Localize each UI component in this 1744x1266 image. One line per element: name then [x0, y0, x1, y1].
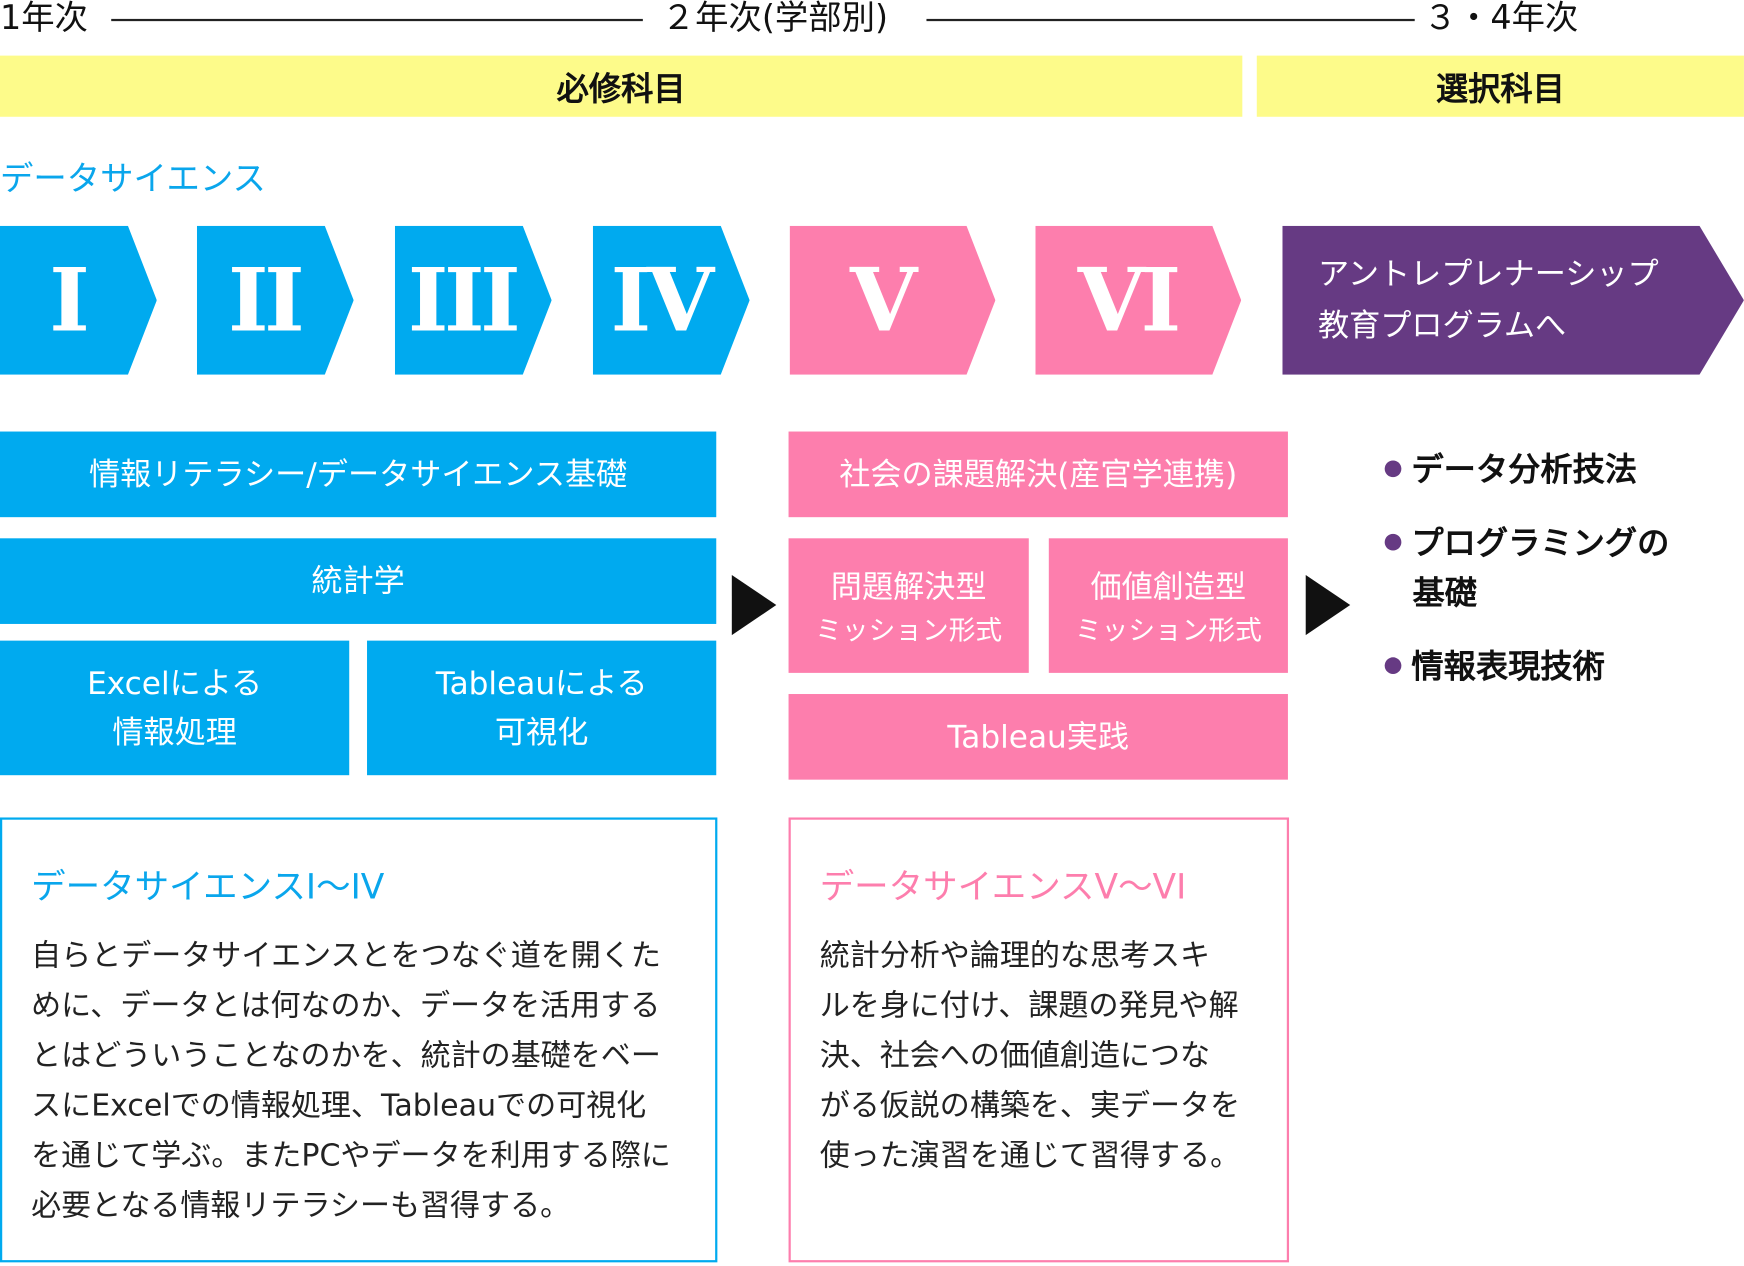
- description-line: を通じて学ぶ。またPCやデータを利用する際に: [31, 1138, 671, 1174]
- stage-4: IV: [592, 225, 750, 375]
- required-bar: 必修科目: [0, 55, 1243, 117]
- description-line: とはどういうことなのかを、統計の基礎をベー: [31, 1038, 661, 1074]
- description-title: データサイエンスV～VI: [819, 867, 1187, 908]
- elective-item: プログラミングの基礎: [1384, 518, 1670, 618]
- course-label: Excelによる: [87, 664, 263, 702]
- description-title: データサイエンスI～IV: [31, 867, 385, 908]
- stage-label: II: [228, 249, 305, 351]
- description-line: めに、データとは何なのか、データを活用する: [31, 988, 661, 1024]
- elective-item: 情報表現技術: [1384, 642, 1605, 692]
- stage-3: III: [394, 225, 552, 375]
- course-label: Tableau実践: [947, 717, 1130, 755]
- bullet-icon: [1384, 533, 1402, 550]
- stage-label: IV: [610, 249, 714, 351]
- elective-item: データ分析技法: [1384, 445, 1638, 495]
- course-sublabel: ミッション形式: [1074, 614, 1262, 646]
- description-line: 統計分析や論理的な思考スキ: [819, 938, 1211, 974]
- entrepreneurship-chevron: アントレプレナーシップ 教育プログラムへ: [1282, 225, 1744, 375]
- description-line: 必要となる情報リテラシーも習得する。: [31, 1188, 571, 1224]
- description-line: がる仮説の構築を、実データを: [819, 1088, 1241, 1124]
- stage-5: V: [789, 225, 996, 375]
- elective-label: 基礎: [1412, 573, 1478, 612]
- stage-label: III: [407, 249, 521, 351]
- course-label: 社会の課題解決(産官学連携): [839, 455, 1238, 493]
- description-pink: データサイエンスV～VI 統計分析や論理的な思考スキ ルを身に付け、課題の発見や…: [788, 817, 1290, 1263]
- course-tableau: Tableauによる可視化: [367, 640, 717, 776]
- year1-label: 1年次: [0, 0, 88, 38]
- course-label: 統計学: [311, 562, 405, 599]
- year2-label: ２年次(学部別): [661, 0, 889, 38]
- timeline-line: [111, 18, 643, 22]
- course-literacy: 情報リテラシー/データサイエンス基礎: [0, 431, 717, 518]
- course-label: Tableauによる: [435, 664, 648, 702]
- entrepreneurship-line1: アントレプレナーシップ: [1317, 255, 1659, 293]
- stage-6: VI: [1035, 225, 1242, 375]
- stage-label: I: [49, 249, 90, 351]
- course-problem-solving: 問題解決型ミッション形式: [788, 538, 1029, 673]
- course-excel: Excelによる情報処理: [0, 640, 350, 776]
- arrow-right-icon: [731, 575, 777, 636]
- elective-bar: 選択科目: [1256, 55, 1744, 117]
- course-label: 可視化: [494, 713, 589, 751]
- course-tableau-practice: Tableau実践: [788, 694, 1288, 780]
- entrepreneurship-line2: 教育プログラムへ: [1317, 306, 1567, 344]
- bullet-icon: [1384, 459, 1402, 477]
- course-label: 問題解決型: [830, 567, 987, 605]
- section-title: データサイエンス: [0, 160, 266, 200]
- stage-1: I: [0, 225, 157, 375]
- stage-label: V: [849, 249, 917, 351]
- arrow-right-icon: [1305, 575, 1351, 636]
- description-line: 使った演習を通じて習得する。: [819, 1138, 1241, 1174]
- elective-label: プログラミングの: [1411, 523, 1670, 562]
- description-line: 決、社会への価値創造につな: [819, 1038, 1211, 1074]
- course-sublabel: ミッション形式: [815, 614, 1003, 646]
- course-label: 情報処理: [112, 713, 237, 751]
- course-value-creation: 価値創造型ミッション形式: [1048, 538, 1288, 673]
- course-label: 情報リテラシー/データサイエンス基礎: [88, 455, 628, 493]
- elective-label: データ分析技法: [1411, 450, 1638, 489]
- bullet-icon: [1384, 656, 1402, 674]
- elective-label: 情報表現技術: [1411, 647, 1605, 686]
- description-line: ルを身に付け、課題の発見や解: [819, 988, 1239, 1024]
- year34-label: ３・4年次: [1423, 0, 1579, 38]
- description-line: スにExcelでの情報処理、Tableauでの可視化: [31, 1088, 647, 1124]
- course-statistics: 統計学: [0, 538, 717, 624]
- course-label: 価値創造型: [1090, 567, 1247, 605]
- stage-2: II: [196, 225, 354, 375]
- description-line: 自らとデータサイエンスとをつなぐ道を開くた: [31, 938, 661, 974]
- description-blue: データサイエンスI～IV 自らとデータサイエンスとをつなぐ道を開くた めに、デー…: [0, 817, 718, 1263]
- timeline-line: [926, 18, 1415, 22]
- stage-label: VI: [1077, 249, 1181, 351]
- course-social: 社会の課題解決(産官学連携): [788, 431, 1288, 518]
